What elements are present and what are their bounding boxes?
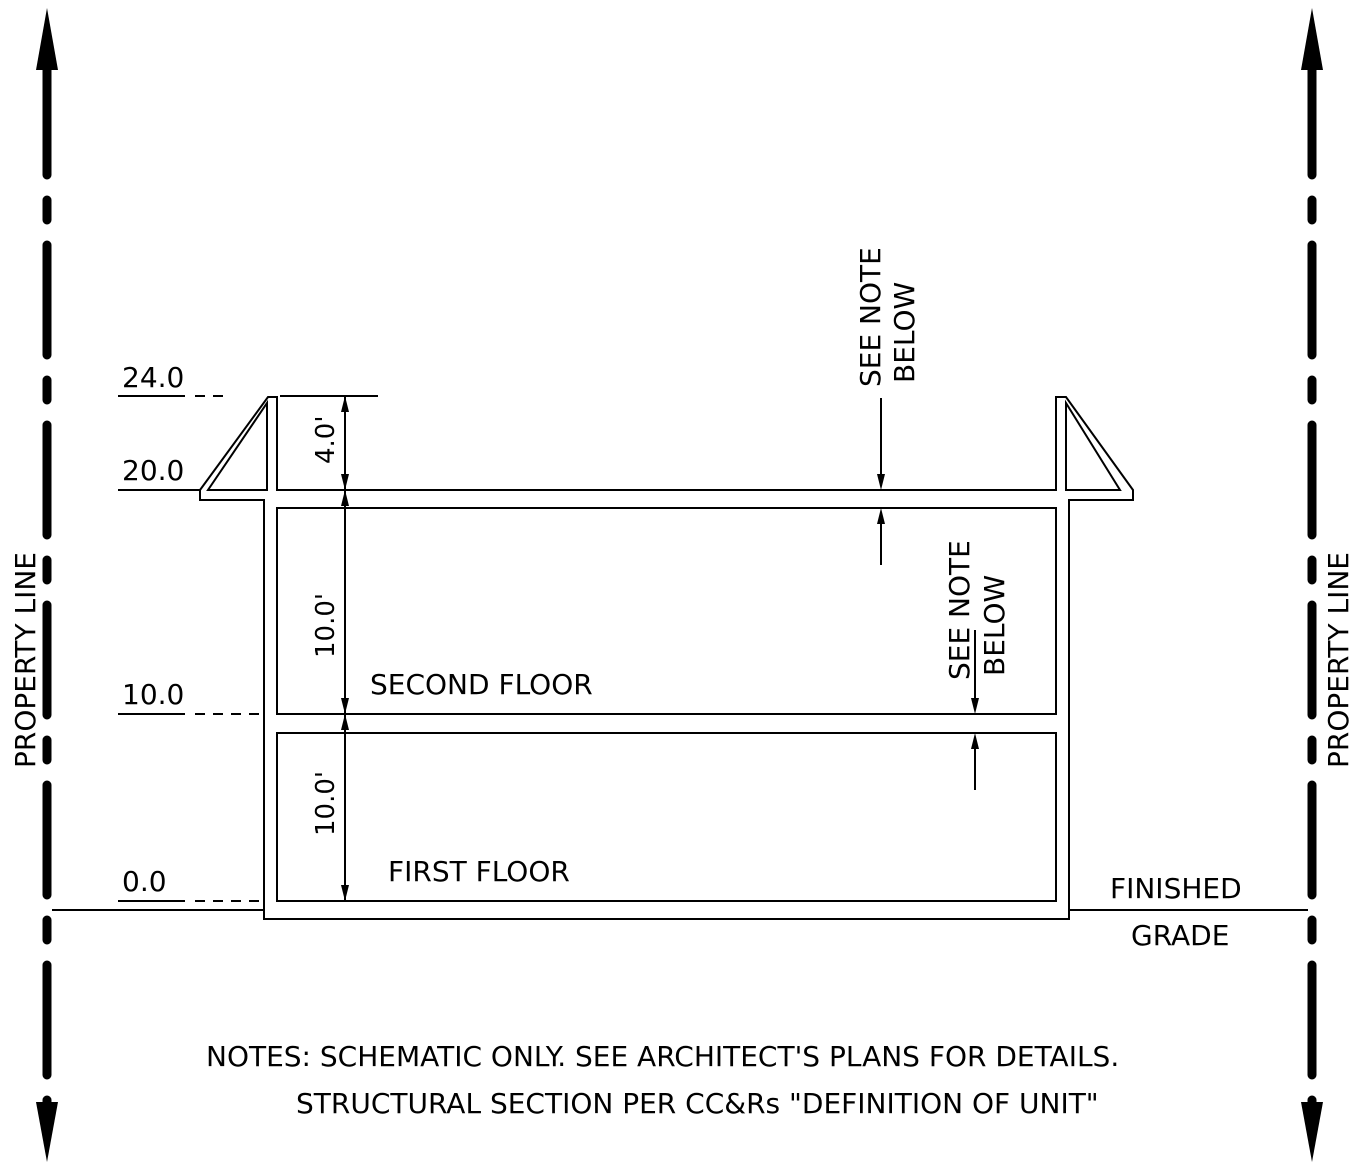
down-arrow-icon bbox=[341, 885, 349, 901]
notes-line1: NOTES: SCHEMATIC ONLY. SEE ARCHITECT'S P… bbox=[206, 1040, 1119, 1073]
down-arrow-icon bbox=[36, 1102, 58, 1162]
down-arrow-icon bbox=[341, 698, 349, 714]
finished-grade-line1: FINISHED bbox=[1110, 872, 1242, 905]
finished-grade-line2: GRADE bbox=[1131, 919, 1229, 952]
left-property-line-label: PROPERTY LINE bbox=[9, 552, 42, 768]
see-note-mid-arrows bbox=[971, 630, 979, 790]
second-floor-label: SECOND FLOOR bbox=[370, 668, 593, 701]
elevation-label-24: 24.0 bbox=[122, 361, 184, 394]
elevation-label-20: 20.0 bbox=[122, 454, 184, 487]
right-property-line-label: PROPERTY LINE bbox=[1322, 552, 1355, 768]
first-floor-label: FIRST FLOOR bbox=[388, 855, 570, 888]
elevation-lines bbox=[118, 395, 1056, 902]
down-arrow-icon bbox=[971, 698, 979, 714]
see-note-top-arrows bbox=[877, 398, 885, 565]
height-dimension bbox=[341, 396, 349, 901]
elevation-label-10: 10.0 bbox=[122, 678, 184, 711]
up-arrow-icon bbox=[877, 508, 885, 524]
up-arrow-icon bbox=[341, 714, 349, 730]
up-arrow-icon bbox=[1301, 8, 1323, 70]
see-note-mid-line1: SEE NOTE bbox=[943, 540, 976, 680]
see-note-top-line2: BELOW bbox=[888, 282, 921, 383]
elevation-label-0: 0.0 bbox=[122, 865, 167, 898]
see-note-top-line1: SEE NOTE bbox=[854, 247, 887, 387]
down-arrow-icon bbox=[1301, 1102, 1323, 1162]
up-arrow-icon bbox=[341, 396, 349, 412]
up-arrow-icon bbox=[971, 733, 979, 749]
notes-line2: STRUCTURAL SECTION PER CC&Rs "DEFINITION… bbox=[296, 1087, 1099, 1120]
down-arrow-icon bbox=[877, 474, 885, 490]
left-property-line bbox=[36, 8, 58, 1162]
see-note-mid-line2: BELOW bbox=[978, 575, 1011, 676]
dimension-label-4ft: 4.0' bbox=[311, 416, 341, 465]
dimension-label-10ft-lower: 10.0' bbox=[311, 771, 341, 836]
up-arrow-icon bbox=[341, 490, 349, 506]
right-property-line bbox=[1301, 8, 1323, 1162]
dimension-label-10ft-upper: 10.0' bbox=[311, 593, 341, 658]
down-arrow-icon bbox=[341, 474, 349, 490]
up-arrow-icon bbox=[36, 8, 58, 70]
